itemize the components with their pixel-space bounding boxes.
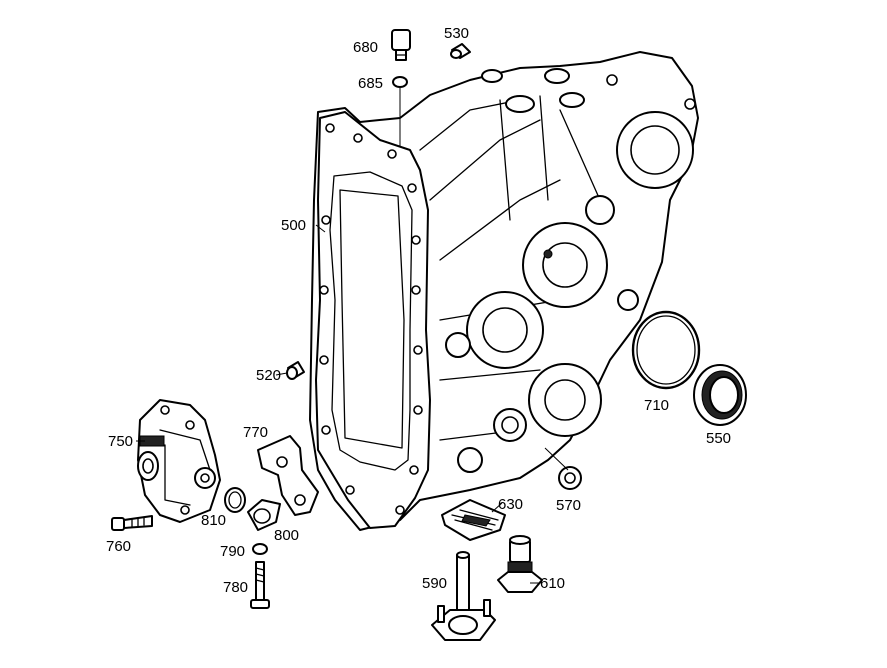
o-ring-710	[631, 310, 701, 390]
gasket-770	[257, 435, 319, 516]
sensor-680	[391, 29, 411, 61]
bolt-760	[111, 515, 153, 531]
label-810: 810	[201, 512, 226, 529]
label-800: 800	[274, 527, 299, 544]
label-520: 520	[256, 367, 281, 384]
label-550: 550	[706, 430, 731, 447]
shaft-seal-550	[693, 364, 747, 426]
label-610: 610	[540, 575, 565, 592]
dowel-520	[286, 361, 305, 380]
washer-790	[252, 543, 268, 555]
o-ring-810	[224, 487, 246, 513]
housing-500	[309, 51, 699, 531]
label-685: 685	[358, 75, 383, 92]
label-770: 770	[243, 424, 268, 441]
label-780: 780	[223, 579, 248, 596]
pump-assembly-750	[137, 399, 221, 523]
label-710: 710	[644, 397, 669, 414]
label-760: 760	[106, 538, 131, 555]
pin-530	[450, 43, 471, 59]
label-750: 750	[108, 433, 133, 450]
seal-ring-685	[392, 76, 408, 88]
small-seal-570	[558, 466, 582, 490]
label-570: 570	[556, 497, 581, 514]
label-500: 500	[281, 217, 306, 234]
label-680: 680	[353, 39, 378, 56]
suction-pipe-590	[431, 551, 496, 641]
label-590: 590	[422, 575, 447, 592]
oil-screen-630	[441, 499, 506, 541]
bolt-780	[250, 561, 270, 609]
label-530: 530	[444, 25, 469, 42]
label-790: 790	[220, 543, 245, 560]
flange-seal-800	[247, 499, 281, 531]
plug-610	[497, 535, 543, 593]
label-630: 630	[498, 496, 523, 513]
